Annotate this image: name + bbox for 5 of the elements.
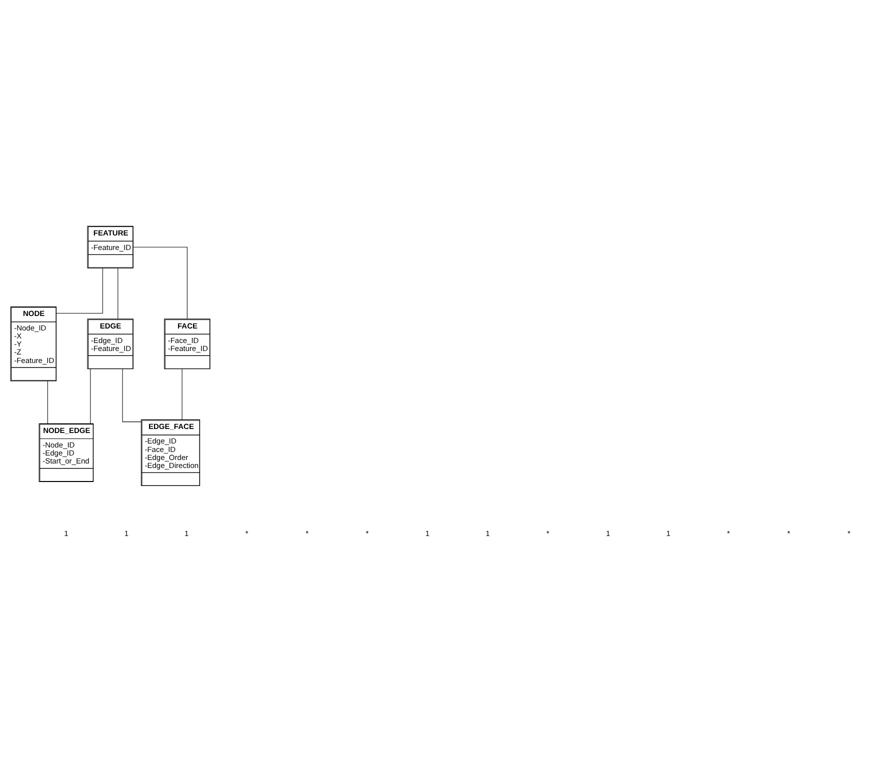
connector (132, 246, 188, 319)
connector (122, 368, 142, 422)
connector (56, 268, 103, 314)
connector (90, 368, 91, 424)
connector (47, 380, 48, 424)
